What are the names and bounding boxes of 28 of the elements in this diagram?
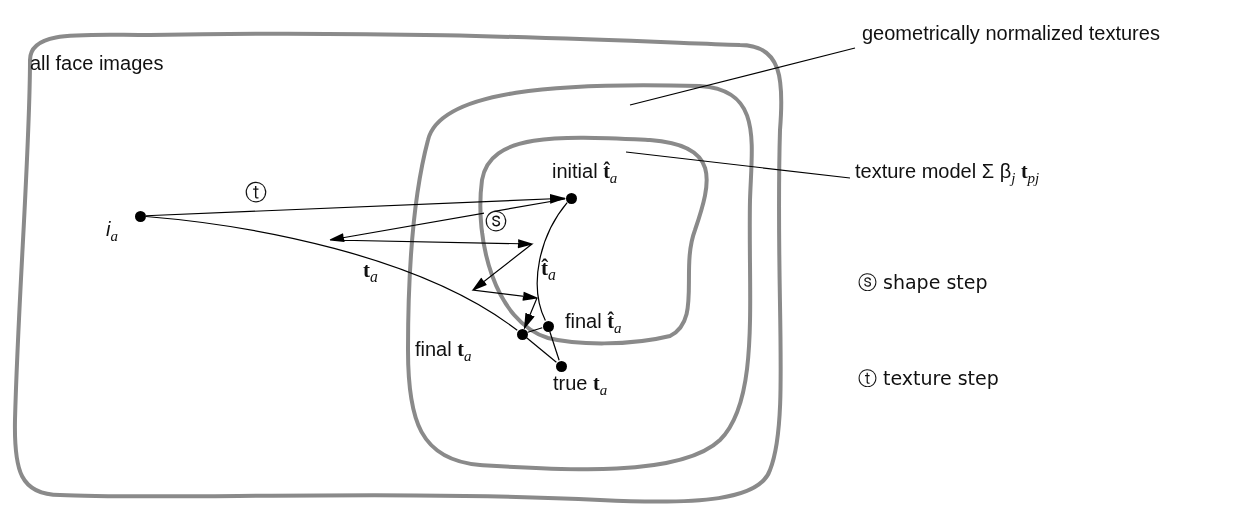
arrow	[145, 193, 566, 217]
note-text: ⓣ texture step	[858, 368, 999, 390]
point-label: final t$_{a}$	[415, 338, 472, 366]
edge-label: ⓢ	[484, 211, 508, 233]
arrow	[329, 198, 566, 330]
point-label: final t̂$_{a}$	[565, 310, 622, 338]
edge-label: ⓣ	[244, 182, 268, 204]
callout-label: texture model Σ β$_{j}$ t$_{pj}$	[855, 160, 1041, 188]
leader-line	[629, 47, 856, 106]
point-label: true t$_{a}$	[553, 372, 608, 400]
point-dot	[134, 210, 146, 222]
leader-line	[625, 151, 851, 179]
point-dot	[555, 360, 567, 372]
callout-label: geometrically normalized textures	[862, 22, 1161, 45]
curve-line	[527, 327, 543, 333]
edge-label: t$_{a}$	[362, 260, 379, 285]
note-text: ⓢ shape step	[858, 272, 988, 294]
point-dot	[542, 320, 554, 332]
curve-line	[549, 331, 560, 361]
curve-line	[526, 337, 557, 363]
region-label: all face images	[30, 52, 164, 75]
edge-label: t̂$_{a}$	[540, 258, 557, 283]
point-dot	[516, 328, 528, 340]
curve-line	[145, 215, 518, 331]
point-dot	[565, 192, 577, 204]
point-label: initial t̂$_{a}$	[552, 160, 618, 188]
point-label: i$_{a}$	[106, 218, 118, 246]
curve-line	[536, 202, 568, 322]
